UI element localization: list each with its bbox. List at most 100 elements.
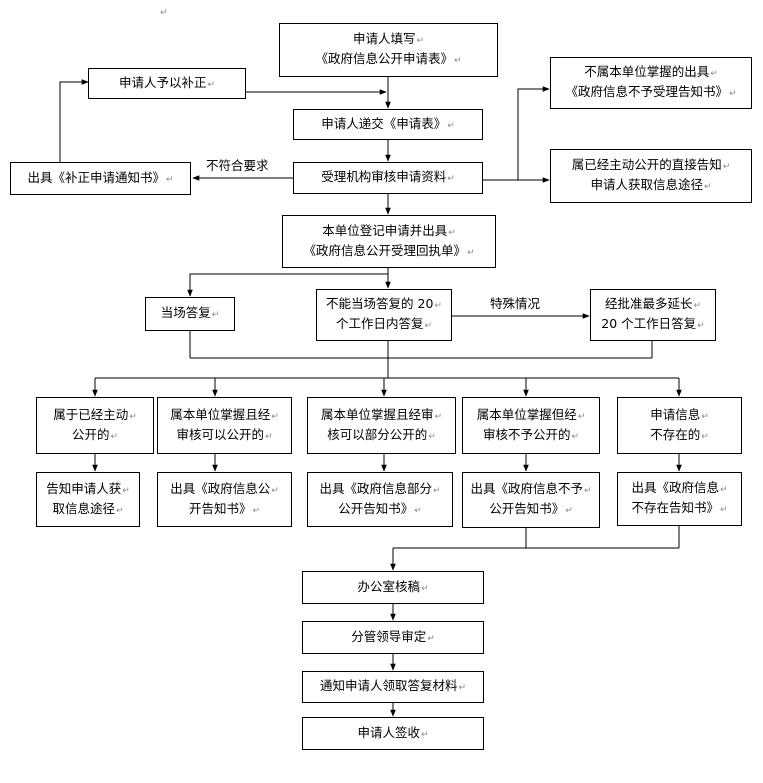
paragraph-mark: ↵ bbox=[424, 321, 433, 331]
paragraph-mark: ↵ bbox=[252, 505, 261, 516]
paragraph-mark: ↵ bbox=[693, 301, 702, 311]
node-text-line: 不能当场答复的 20↵ bbox=[326, 296, 442, 311]
node-text-line: 属本单位掌握但经↵ bbox=[476, 406, 586, 422]
paragraph-mark: ↵ bbox=[565, 506, 573, 516]
paragraph-mark: ↵ bbox=[165, 174, 174, 185]
paragraph-mark: ↵ bbox=[122, 485, 130, 496]
paragraph-mark: ↵ bbox=[719, 485, 728, 495]
node-not-held-notice: 不属本单位掌握的出具↵ 《政府信息不予受理告知书》↵ bbox=[550, 57, 752, 109]
node-result-partial-notice: 出具《政府信息部分↵ 公开告知书》↵ bbox=[307, 472, 453, 527]
node-office-review: 办公室核稿↵ bbox=[302, 571, 484, 604]
node-text-line: 属本单位掌握且经审↵ bbox=[320, 406, 443, 422]
node-text-line: 属于已经主动↵ bbox=[53, 406, 137, 422]
paragraph-mark: ↵ bbox=[583, 486, 592, 496]
paragraph-mark: ↵ bbox=[115, 505, 124, 516]
node-text-line: 审核可以公开的↵ bbox=[176, 426, 273, 442]
node-review-materials: 受理机构审核申请资料↵ bbox=[293, 162, 483, 194]
node-applicant-sign: 申请人签收↵ bbox=[302, 717, 484, 750]
node-text-line: 本单位登记申请并出具↵ bbox=[322, 222, 456, 238]
node-leader-approve: 分管领导审定↵ bbox=[302, 621, 484, 654]
paragraph-mark: ↵ bbox=[577, 411, 586, 422]
node-text-line: 不属本单位掌握的出具↵ bbox=[584, 64, 718, 79]
node-text-line: 当场答复↵ bbox=[160, 305, 220, 320]
node-text-line: 申请人获取信息途径↵ bbox=[590, 177, 712, 192]
paragraph-mark: ↵ bbox=[211, 310, 220, 320]
paragraph-mark: ↵ bbox=[448, 227, 456, 238]
node-text-line: 公开告知书》↵ bbox=[338, 500, 422, 516]
paragraph-mark: ↵ bbox=[710, 69, 718, 79]
node-text-line: 申请人填写↵ bbox=[352, 31, 425, 46]
edge-noticefix-correct bbox=[59, 79, 89, 162]
node-text-line: 不存在的↵ bbox=[650, 426, 709, 442]
node-text-line: 申请人签收↵ bbox=[357, 724, 429, 740]
node-extend-20-days: 经批准最多延长↵ 20 个工作日答复↵ bbox=[590, 289, 716, 341]
paragraph-mark: ↵ bbox=[722, 162, 731, 172]
node-already-public: 属已经主动公开的直接告知↵ 申请人获取信息途径↵ bbox=[550, 149, 752, 203]
node-text-line: 出具《政府信息公↵ bbox=[170, 480, 279, 496]
node-text-line: 《政府信息不予受理告知书》↵ bbox=[565, 84, 737, 99]
paragraph-mark: ↵ bbox=[571, 431, 580, 442]
node-text-line: 属本单位掌握且经↵ bbox=[170, 406, 279, 422]
node-text-line: 开告知书》↵ bbox=[188, 500, 261, 516]
node-text-line: 公开告知书》↵ bbox=[489, 501, 573, 516]
paragraph-mark: ↵ bbox=[701, 431, 709, 442]
node-text-line: 出具《政府信息部分↵ bbox=[319, 480, 441, 496]
paragraph-mark: ↵ bbox=[160, 8, 168, 18]
node-text-line: 《政府信息公开受理回执单》↵ bbox=[303, 242, 475, 258]
node-case-not-exist: 申请信息↵ 不存在的↵ bbox=[617, 397, 742, 454]
paragraph-mark: ↵ bbox=[719, 505, 728, 515]
paragraph-mark: ↵ bbox=[110, 431, 119, 442]
node-text-line: 出具《政府信息↵ bbox=[631, 480, 728, 495]
paragraph-mark: ↵ bbox=[207, 79, 216, 90]
node-text-line: 核可以部分公开的↵ bbox=[327, 426, 436, 442]
paragraph-mark: ↵ bbox=[447, 174, 455, 184]
node-result-inform-route: 告知申请人获↵ 取信息途径↵ bbox=[36, 472, 140, 527]
paragraph-mark: ↵ bbox=[434, 411, 443, 422]
paragraph-mark: ↵ bbox=[458, 683, 467, 693]
paragraph-mark: ↵ bbox=[264, 431, 273, 442]
paragraph-mark: ↵ bbox=[414, 505, 422, 516]
node-correction-notice: 出具《补正申请通知书》↵ bbox=[10, 162, 191, 195]
paragraph-mark: ↵ bbox=[428, 431, 436, 442]
node-register-receipt: 本单位登记申请并出具↵ 《政府信息公开受理回执单》↵ bbox=[282, 215, 496, 268]
paragraph-mark: ↵ bbox=[271, 485, 279, 496]
node-case-can-disclose: 属本单位掌握且经↵ 审核可以公开的↵ bbox=[157, 397, 292, 454]
node-case-not-disclose: 属本单位掌握但经↵ 审核不予公开的↵ bbox=[462, 397, 600, 454]
paragraph-mark: ↵ bbox=[420, 729, 429, 740]
node-text-line: 分管领导审定↵ bbox=[351, 628, 435, 644]
node-text-line: 不存在告知书》↵ bbox=[631, 500, 728, 515]
node-submit-form: 申请人递交《申请表》↵ bbox=[293, 109, 483, 140]
node-onsite-reply: 当场答复↵ bbox=[145, 297, 235, 331]
node-fill-form: 申请人填写↵ 《政府信息公开申请表》↵ bbox=[279, 23, 498, 77]
node-text-line: 20 个工作日答复↵ bbox=[601, 316, 705, 331]
paragraph-mark: ↵ bbox=[453, 56, 462, 66]
node-text-line: 受理机构审核申请资料↵ bbox=[321, 169, 455, 184]
node-text-line: 取信息途径↵ bbox=[52, 500, 124, 516]
node-reply-20-days: 不能当场答复的 20↵ 个工作日内答复↵ bbox=[316, 289, 452, 341]
node-text-line: 申请信息↵ bbox=[650, 406, 709, 422]
node-result-disclose-notice: 出具《政府信息公↵ 开告知书》↵ bbox=[157, 472, 292, 527]
node-text-line: 出具《补正申请通知书》↵ bbox=[27, 169, 174, 185]
node-text-line: 申请人递交《申请表》↵ bbox=[321, 115, 455, 131]
paragraph-mark: ↵ bbox=[701, 411, 709, 422]
paragraph-mark: ↵ bbox=[129, 411, 137, 422]
node-text-line: 个工作日内答复↵ bbox=[335, 316, 433, 331]
paragraph-mark: ↵ bbox=[728, 89, 737, 99]
paragraph-mark: ↵ bbox=[447, 120, 455, 131]
paragraph-mark: ↵ bbox=[271, 411, 279, 422]
node-text-line: 告知申请人获↵ bbox=[46, 480, 130, 496]
node-text-line: 出具《政府信息不予↵ bbox=[470, 481, 592, 496]
node-text-line: 审核不予公开的↵ bbox=[482, 426, 580, 442]
edge-label-special: 特殊情况 bbox=[490, 296, 541, 311]
node-text-line: 申请人予以补正↵ bbox=[118, 74, 216, 90]
node-text-line: 属已经主动公开的直接告知↵ bbox=[571, 157, 731, 172]
node-notify-collect: 通知申请人领取答复材料↵ bbox=[302, 671, 484, 703]
paragraph-mark: ↵ bbox=[434, 301, 442, 311]
node-text-line: 《政府信息公开申请表》↵ bbox=[315, 51, 462, 66]
node-text-line: 公开的↵ bbox=[71, 426, 119, 442]
node-text-line: 办公室核稿↵ bbox=[357, 578, 429, 594]
node-text-line: 经批准最多延长↵ bbox=[604, 296, 702, 311]
paragraph-mark: ↵ bbox=[420, 583, 429, 594]
